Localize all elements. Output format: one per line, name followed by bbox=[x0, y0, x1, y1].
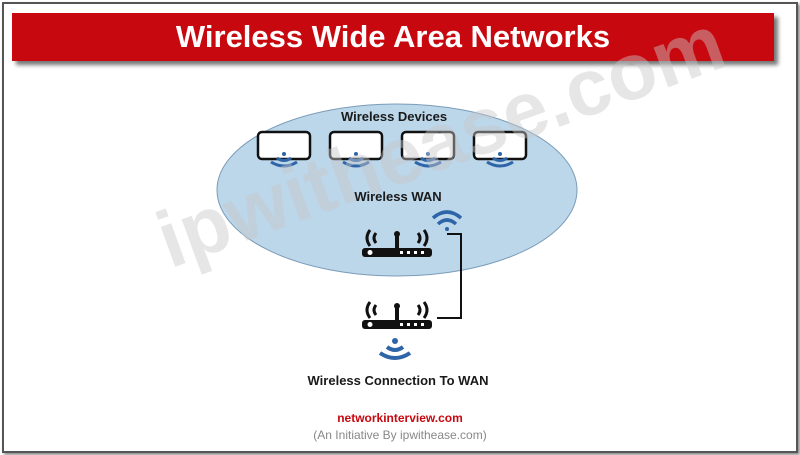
wireless-device-icon bbox=[472, 130, 528, 168]
page-title: Wireless Wide Area Networks bbox=[12, 13, 774, 61]
wireless-wan-label: Wireless WAN bbox=[354, 189, 442, 204]
wireless-device-icon bbox=[328, 130, 384, 168]
footer-initiative: (An Initiative By ipwithease.com) bbox=[313, 428, 487, 442]
wireless-connection-label: Wireless Connection To WAN bbox=[307, 373, 489, 388]
wifi-icon bbox=[431, 210, 463, 231]
router-icon bbox=[362, 229, 432, 257]
wifi-signal-icon bbox=[378, 338, 412, 360]
wireless-device-icon bbox=[256, 130, 312, 168]
router-icon bbox=[362, 301, 432, 329]
footer-site[interactable]: networkinterview.com bbox=[337, 411, 463, 425]
wireless-devices-label: Wireless Devices bbox=[340, 109, 448, 124]
connection-line bbox=[437, 233, 462, 319]
wireless-device-icon bbox=[400, 130, 456, 168]
